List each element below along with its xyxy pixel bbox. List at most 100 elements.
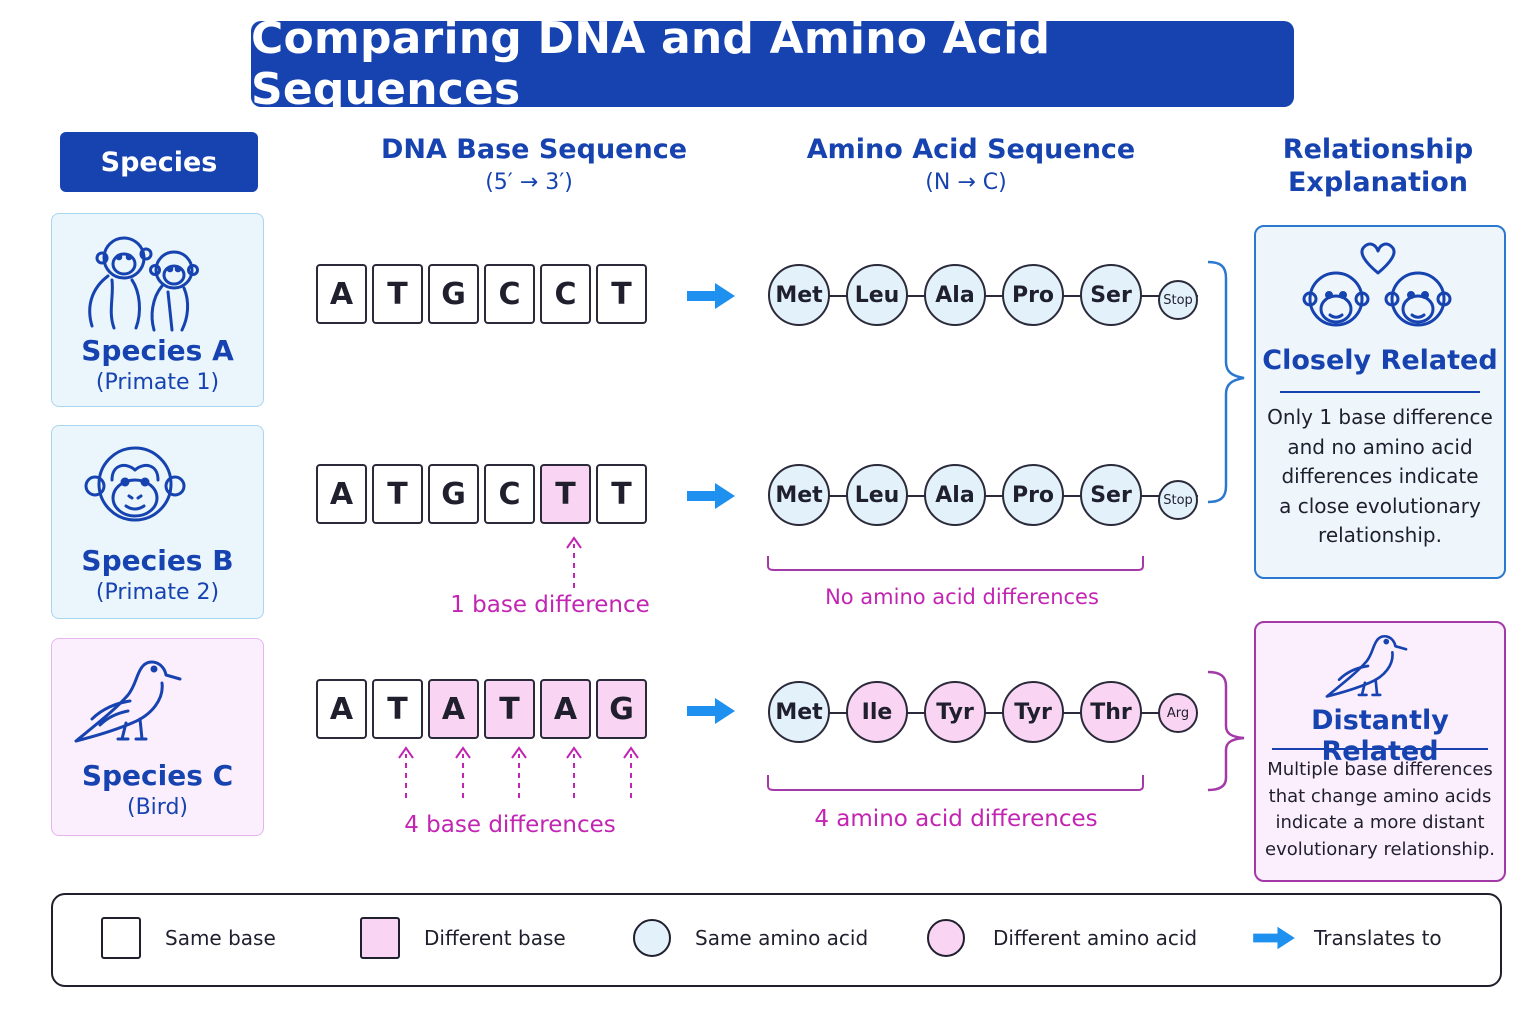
- two-monkeys-icon: [88, 236, 199, 332]
- explanation-line: relationship.: [1318, 523, 1442, 547]
- same-aa-swatch: [633, 919, 671, 957]
- dna-base: T: [372, 679, 423, 739]
- legend-label: Same base: [165, 926, 276, 950]
- aa-bracket: [767, 775, 1144, 791]
- translate-arrow-icon: [687, 483, 735, 509]
- dna-base: C: [484, 464, 535, 524]
- dna-sequence-c: A T A T A G: [316, 679, 647, 739]
- explanation-line: Multiple base differences: [1267, 759, 1493, 780]
- species-card-a: Species A (Primate 1): [51, 213, 264, 407]
- legend-different-base: Different base: [360, 917, 566, 959]
- dna-base: G: [428, 464, 479, 524]
- species-name: Species A: [81, 334, 234, 367]
- dna-base: C: [484, 264, 535, 324]
- relationship-card-distant: Distantly Related Multiple base differen…: [1254, 621, 1506, 882]
- explanation-line: indicate a more distant: [1275, 812, 1485, 833]
- difference-arrow-icon: [566, 536, 582, 588]
- dna-base-different: A: [540, 679, 591, 739]
- species-card-b: Species B (Primate 2): [51, 425, 264, 619]
- amino-acid: Ala: [924, 464, 986, 526]
- curly-brace-close: [1207, 260, 1245, 504]
- different-aa-swatch: [927, 919, 965, 957]
- explanation-line: that change amino acids: [1268, 785, 1492, 807]
- dna-column-header: DNA Base Sequence: [380, 134, 688, 165]
- amino-acid-different: Tyr: [924, 681, 986, 743]
- dna-sequence-b: A T G C T T: [316, 464, 647, 524]
- amino-acid: Leu: [846, 464, 908, 526]
- curly-brace-distant: [1207, 670, 1245, 792]
- page-title: Comparing DNA and Amino Acid Sequences: [251, 13, 1294, 115]
- dna-base: A: [316, 679, 367, 739]
- amino-acid: Ser: [1080, 264, 1142, 326]
- dna-base: T: [372, 464, 423, 524]
- translate-arrow-icon: [1253, 926, 1295, 950]
- legend-different-aa: Different amino acid: [927, 919, 1197, 957]
- dna-base: T: [596, 264, 647, 324]
- amino-acid-different: Tyr: [1002, 681, 1064, 743]
- species-card-c: Species C (Bird): [51, 638, 264, 836]
- bird-icon: [74, 660, 182, 743]
- legend-same-base: Same base: [101, 917, 276, 959]
- amino-acid: Met: [768, 464, 830, 526]
- amino-acid: Pro: [1002, 264, 1064, 326]
- species-name: Species C: [81, 759, 234, 792]
- dna-base-different: A: [428, 679, 479, 739]
- different-base-swatch: [360, 917, 400, 959]
- amino-acid: Leu: [846, 264, 908, 326]
- aa-difference-note: No amino acid differences: [825, 585, 1099, 609]
- divider: [1280, 391, 1480, 393]
- legend-translates: Translates to: [1250, 925, 1442, 951]
- species-subtitle: (Primate 1): [95, 370, 220, 395]
- dna-base-different: G: [596, 679, 647, 739]
- relationship-explanation: Only 1 base difference and no amino acid…: [1266, 403, 1494, 551]
- dna-base: A: [316, 264, 367, 324]
- relationship-header-line1: Relationship: [1282, 134, 1474, 165]
- aa-direction-label: (N → C): [925, 170, 1007, 195]
- translate-arrow-icon: [687, 698, 735, 724]
- amino-acid: Met: [768, 681, 830, 743]
- dna-base: C: [540, 264, 591, 324]
- relationship-card-close: Closely Related Only 1 base difference a…: [1254, 225, 1506, 579]
- dna-base: T: [372, 264, 423, 324]
- aa-bracket: [767, 556, 1144, 571]
- species-name: Species B: [81, 544, 234, 577]
- explanation-line: differences indicate: [1281, 464, 1479, 488]
- legend-label: Different amino acid: [993, 926, 1198, 950]
- two-monkeys-heart-icon: [1302, 242, 1452, 327]
- legend-label: Translates to: [1314, 926, 1442, 950]
- amino-acid-chain-c: Met Ile Tyr Tyr Thr Arg: [768, 681, 1200, 747]
- species-subtitle: (Bird): [127, 795, 188, 820]
- amino-acid-chain-a: Met Leu Ala Pro Ser Stop: [768, 264, 1200, 330]
- translate-arrow-icon: [687, 283, 735, 309]
- base-difference-note: 1 base difference: [450, 592, 650, 618]
- difference-arrows-icon: [398, 746, 639, 798]
- relationship-title: Closely Related: [1262, 345, 1498, 376]
- amino-acid: Pro: [1002, 464, 1064, 526]
- aa-difference-note: 4 amino acid differences: [814, 806, 1098, 832]
- species-column-header: Species: [60, 132, 258, 192]
- explanation-line: and no amino acid: [1287, 434, 1473, 459]
- same-base-swatch: [101, 917, 141, 959]
- divider: [1272, 748, 1488, 750]
- stop-codon: Stop: [1158, 480, 1198, 520]
- amino-acid: Ala: [924, 264, 986, 326]
- relationship-header-line2: Explanation: [1287, 167, 1469, 198]
- dna-base-different: T: [540, 464, 591, 524]
- legend-same-aa: Same amino acid: [633, 919, 868, 957]
- amino-acid: Met: [768, 264, 830, 326]
- dna-base: G: [428, 264, 479, 324]
- relationship-column-header: Relationship Explanation: [1258, 133, 1498, 199]
- base-difference-note: 4 base differences: [404, 812, 616, 838]
- amino-acid-different: Thr: [1080, 681, 1142, 743]
- aa-column-header: Amino Acid Sequence: [806, 134, 1136, 165]
- explanation-line: evolutionary relationship.: [1265, 838, 1495, 860]
- legend: Same base Different base Same amino acid…: [51, 893, 1502, 987]
- amino-acid-different: Arg: [1158, 693, 1198, 733]
- amino-acid-different: Ile: [846, 681, 908, 743]
- dna-sequence-a: A T G C C T: [316, 264, 647, 324]
- dna-direction-label: (5′ → 3′): [485, 170, 573, 195]
- relationship-explanation: Multiple base differences that change am…: [1260, 757, 1500, 863]
- explanation-line: a close evolutionary: [1279, 493, 1481, 518]
- relationship-title: Distantly Related: [1311, 705, 1449, 767]
